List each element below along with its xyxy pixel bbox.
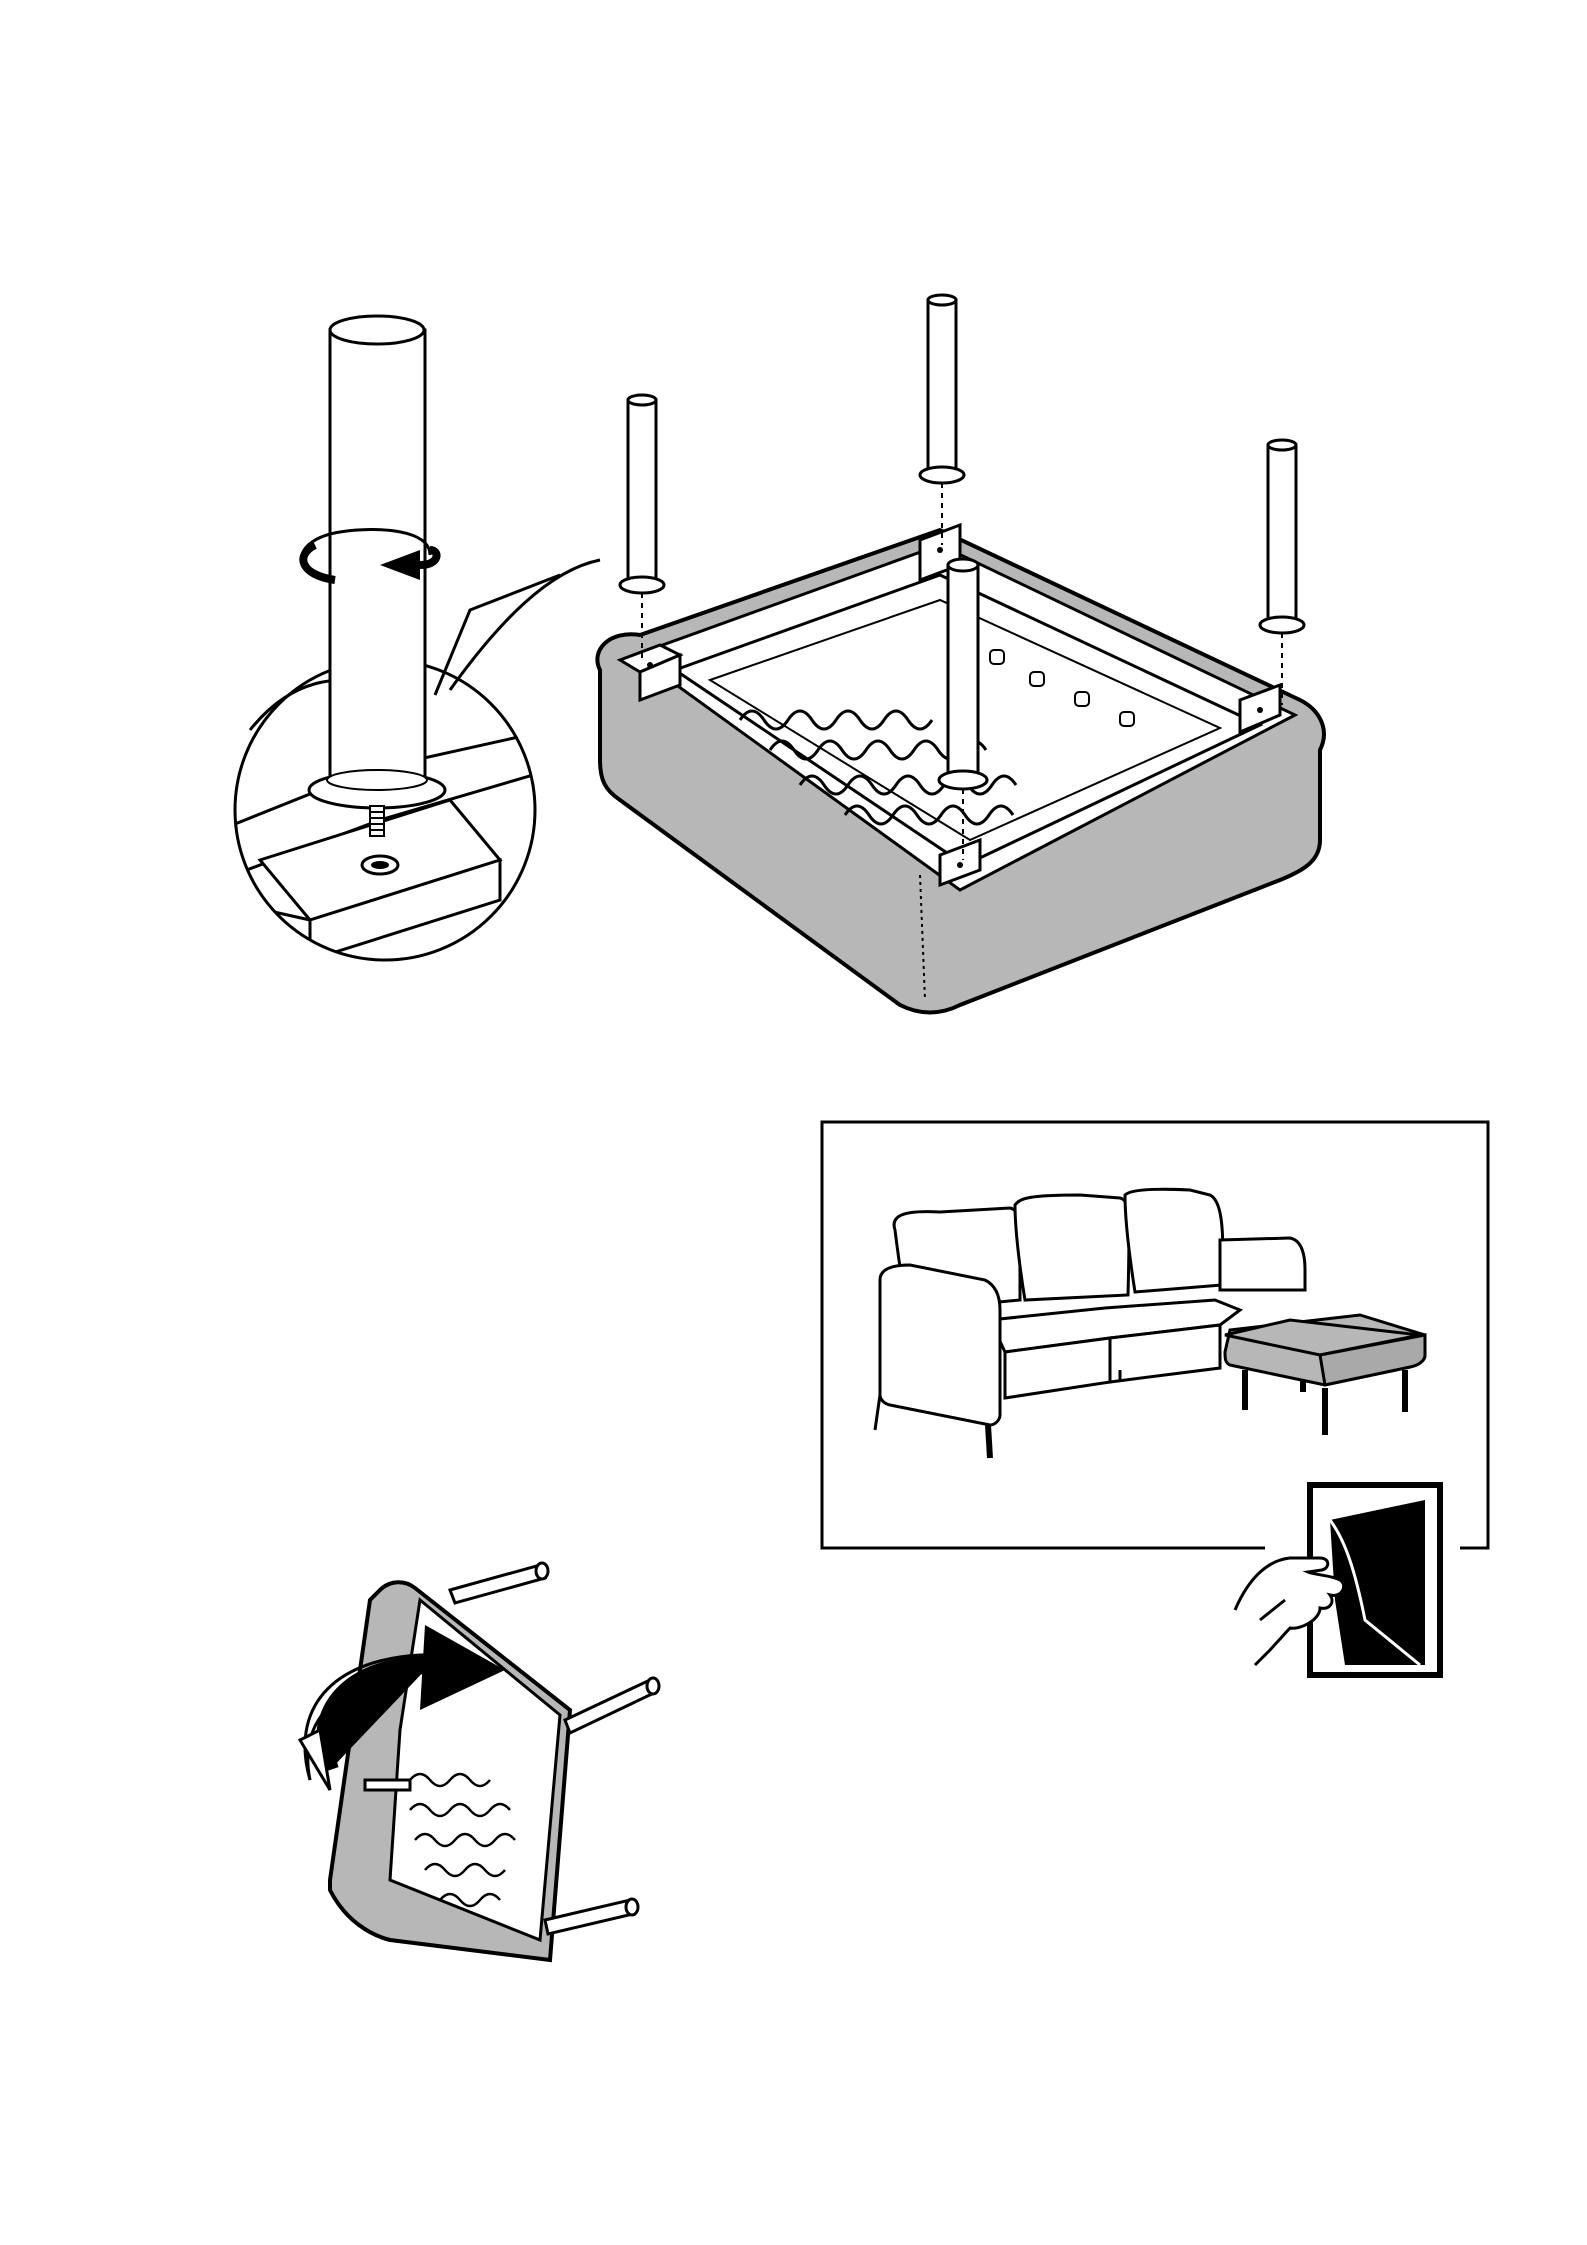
counterclockwise-arrow-icon — [280, 520, 460, 610]
leg-closeup-illustration — [220, 300, 620, 980]
ottoman-leg-assembly-illustration — [580, 280, 1340, 1020]
sofa-with-ottoman — [875, 1189, 1305, 1458]
turn-page-icon — [1230, 1480, 1450, 1680]
flip-ottoman-illustration — [290, 1560, 690, 1990]
